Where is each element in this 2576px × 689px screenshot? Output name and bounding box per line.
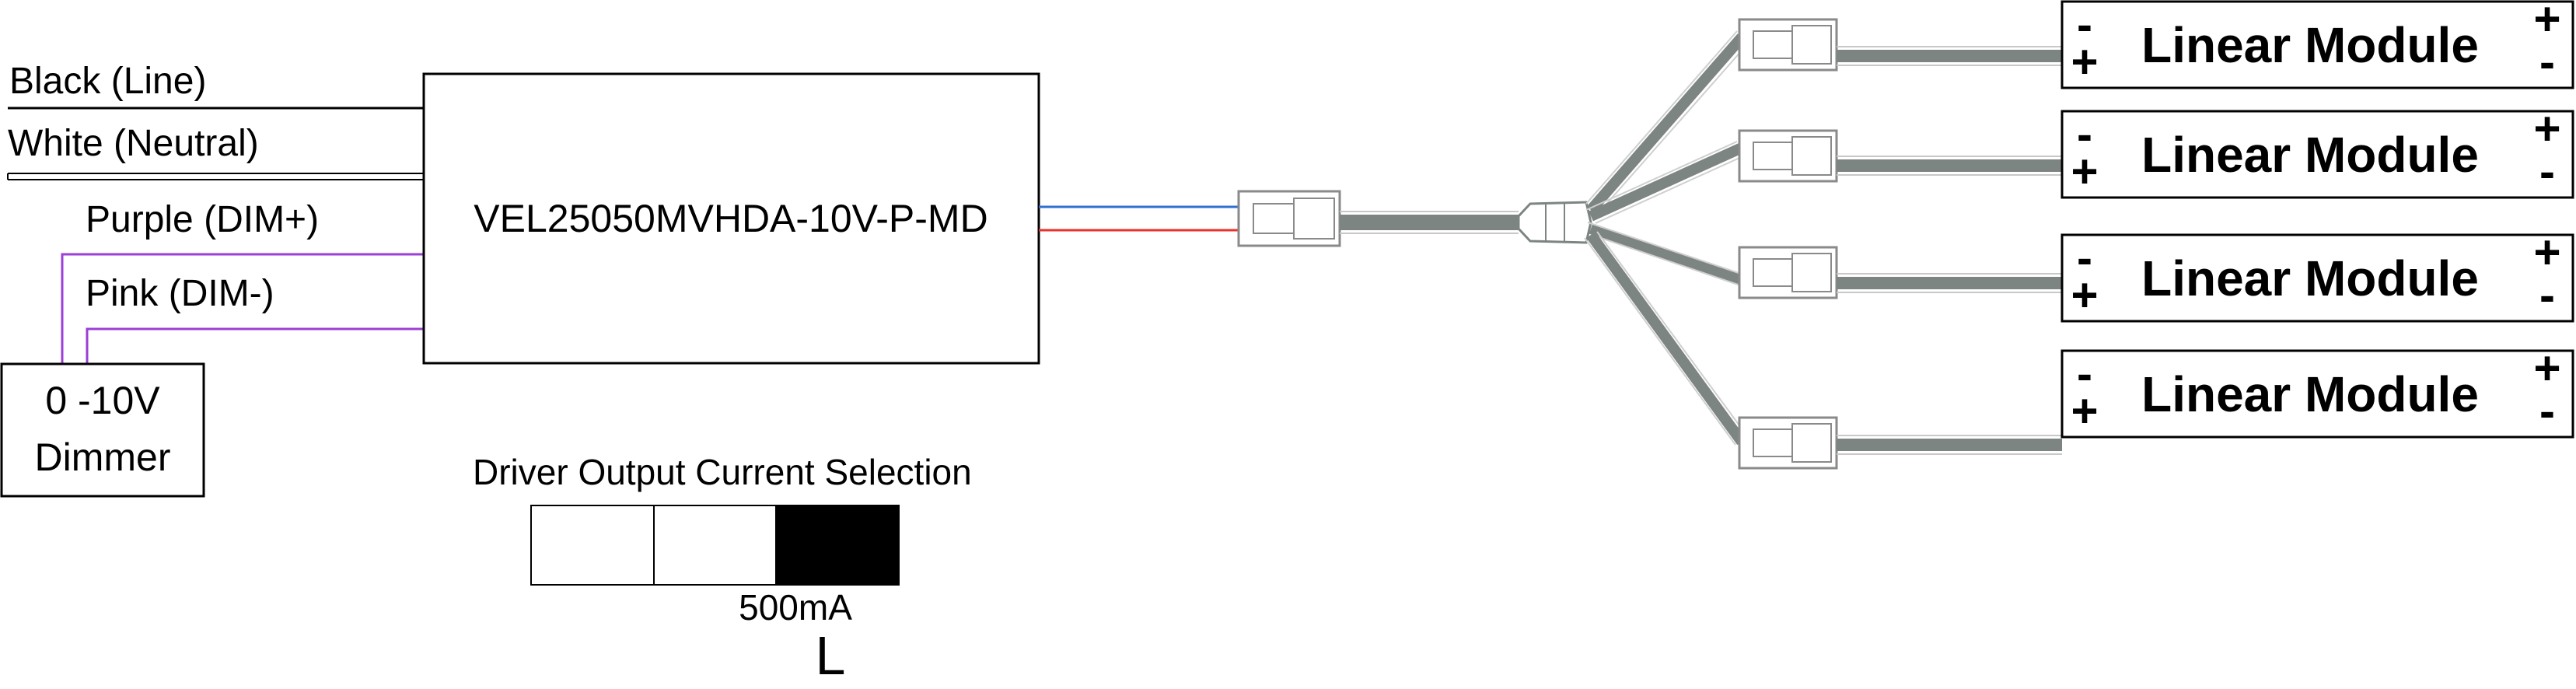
module-1-right-bottom: -	[2539, 36, 2555, 88]
linear-module-4: - + Linear Module + -	[2060, 342, 2574, 439]
module-4-left-top: -	[2077, 348, 2092, 400]
switch-position-2	[653, 505, 777, 586]
dimmer: 0 -10V Dimmer	[0, 362, 205, 498]
module-4-right-top: +	[2533, 342, 2560, 394]
branch-cable-4	[1584, 231, 1749, 446]
module-4-left-bottom: +	[2071, 385, 2098, 437]
switch-position-1	[530, 505, 655, 586]
module-3-left-top: -	[2077, 232, 2092, 284]
branch-cable-1	[1585, 30, 1749, 215]
module-1-left-top: -	[2077, 0, 2092, 51]
driver-model-label: VEL25050MVHDA-10V-P-MD	[474, 197, 987, 240]
linear-module-1: - + Linear Module + -	[2060, 0, 2574, 89]
current-selection: Driver Output Current Selection 500mA L	[473, 452, 972, 686]
branch-cables	[1584, 30, 1749, 446]
white-neutral-wire	[7, 173, 424, 180]
linear-module-2: - + Linear Module + -	[2060, 103, 2574, 199]
module-2-left-top: -	[2077, 108, 2092, 160]
branch-connector-3	[1738, 246, 2062, 299]
purple-dim-plus-wire	[61, 253, 424, 364]
output-wires	[1039, 205, 1240, 232]
pink-wire-label: Pink (DIM-)	[86, 273, 274, 314]
module-2-left-bottom: +	[2071, 145, 2098, 198]
driver: VEL25050MVHDA-10V-P-MD	[422, 72, 1040, 365]
module-4-label: Linear Module	[2141, 366, 2479, 422]
branch-connector-2	[1738, 129, 2062, 183]
main-connector	[1237, 190, 1341, 247]
branch-connector-4	[1738, 416, 2062, 470]
black-wire-label: Black (Line)	[9, 61, 206, 102]
module-3-label: Linear Module	[2141, 250, 2479, 306]
input-wires: Black (Line) White (Neutral) Purple (DIM…	[7, 61, 424, 364]
module-4-right-bottom: -	[2539, 385, 2555, 437]
splitter	[1517, 201, 1592, 244]
module-3-right-top: +	[2533, 226, 2560, 278]
driver-box	[422, 72, 1040, 365]
module-1-label: Linear Module	[2141, 17, 2479, 73]
module-3-right-bottom: -	[2539, 269, 2555, 321]
module-1-left-bottom: +	[2071, 36, 2098, 88]
module-3-left-bottom: +	[2071, 269, 2098, 321]
dimmer-line1: 0 -10V	[45, 379, 160, 422]
dimmer-line2: Dimmer	[35, 435, 171, 479]
linear-module-3: - + Linear Module + -	[2060, 226, 2574, 323]
current-selection-title: Driver Output Current Selection	[473, 452, 972, 492]
branch-cable-3	[1587, 222, 1746, 288]
selected-current-letter: L	[816, 625, 846, 686]
purple-wire-label: Purple (DIM+)	[86, 199, 319, 240]
branch-cable-2	[1585, 141, 1747, 224]
module-2-right-bottom: -	[2539, 145, 2555, 198]
dimmer-box	[0, 362, 205, 498]
module-2-label: Linear Module	[2141, 127, 2479, 183]
branch-connector-1	[1738, 18, 2062, 72]
switch-position-selected	[775, 505, 900, 586]
main-cable	[1340, 211, 1519, 234]
module-2-right-top: +	[2533, 103, 2560, 155]
module-1-right-top: +	[2533, 0, 2560, 45]
white-wire-label: White (Neutral)	[8, 123, 259, 164]
pink-dim-minus-wire	[86, 327, 424, 364]
selected-current-value: 500mA	[739, 587, 852, 628]
